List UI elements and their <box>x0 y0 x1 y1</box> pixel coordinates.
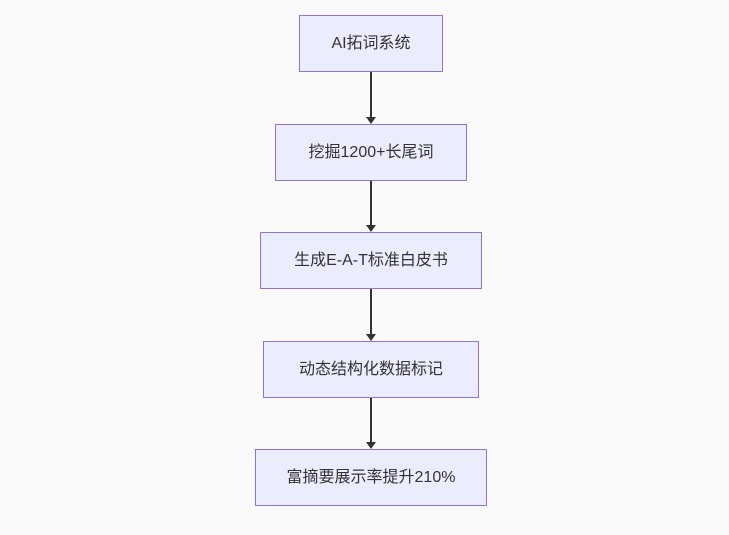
arrow-head-icon <box>366 442 376 449</box>
flowchart-arrow-4 <box>366 398 376 449</box>
arrow-head-icon <box>366 225 376 232</box>
flowchart-arrow-1 <box>366 72 376 124</box>
node-label: 动态结构化数据标记 <box>298 360 443 378</box>
arrow-line <box>370 72 372 117</box>
arrow-line <box>370 181 372 225</box>
node-label: 富摘要展示率提升210% <box>286 468 456 486</box>
flowchart-node-ai-word-system: AI拓词系统 <box>299 15 443 72</box>
flowchart-node-structured-data-markup: 动态结构化数据标记 <box>263 341 479 398</box>
arrow-head-icon <box>366 334 376 341</box>
flowchart-arrow-3 <box>366 289 376 341</box>
flowchart-node-rich-snippet-result: 富摘要展示率提升210% <box>255 449 487 506</box>
flowchart-node-longtail-mining: 挖掘1200+长尾词 <box>275 124 467 181</box>
arrow-head-icon <box>366 117 376 124</box>
arrow-line <box>370 289 372 334</box>
flowchart-node-eat-whitepaper: 生成E-A-T标准白皮书 <box>260 232 482 289</box>
node-label: 挖掘1200+长尾词 <box>308 143 434 161</box>
node-label: 生成E-A-T标准白皮书 <box>294 251 448 269</box>
arrow-line <box>370 398 372 442</box>
node-label: AI拓词系统 <box>331 34 411 52</box>
flowchart-arrow-2 <box>366 181 376 232</box>
